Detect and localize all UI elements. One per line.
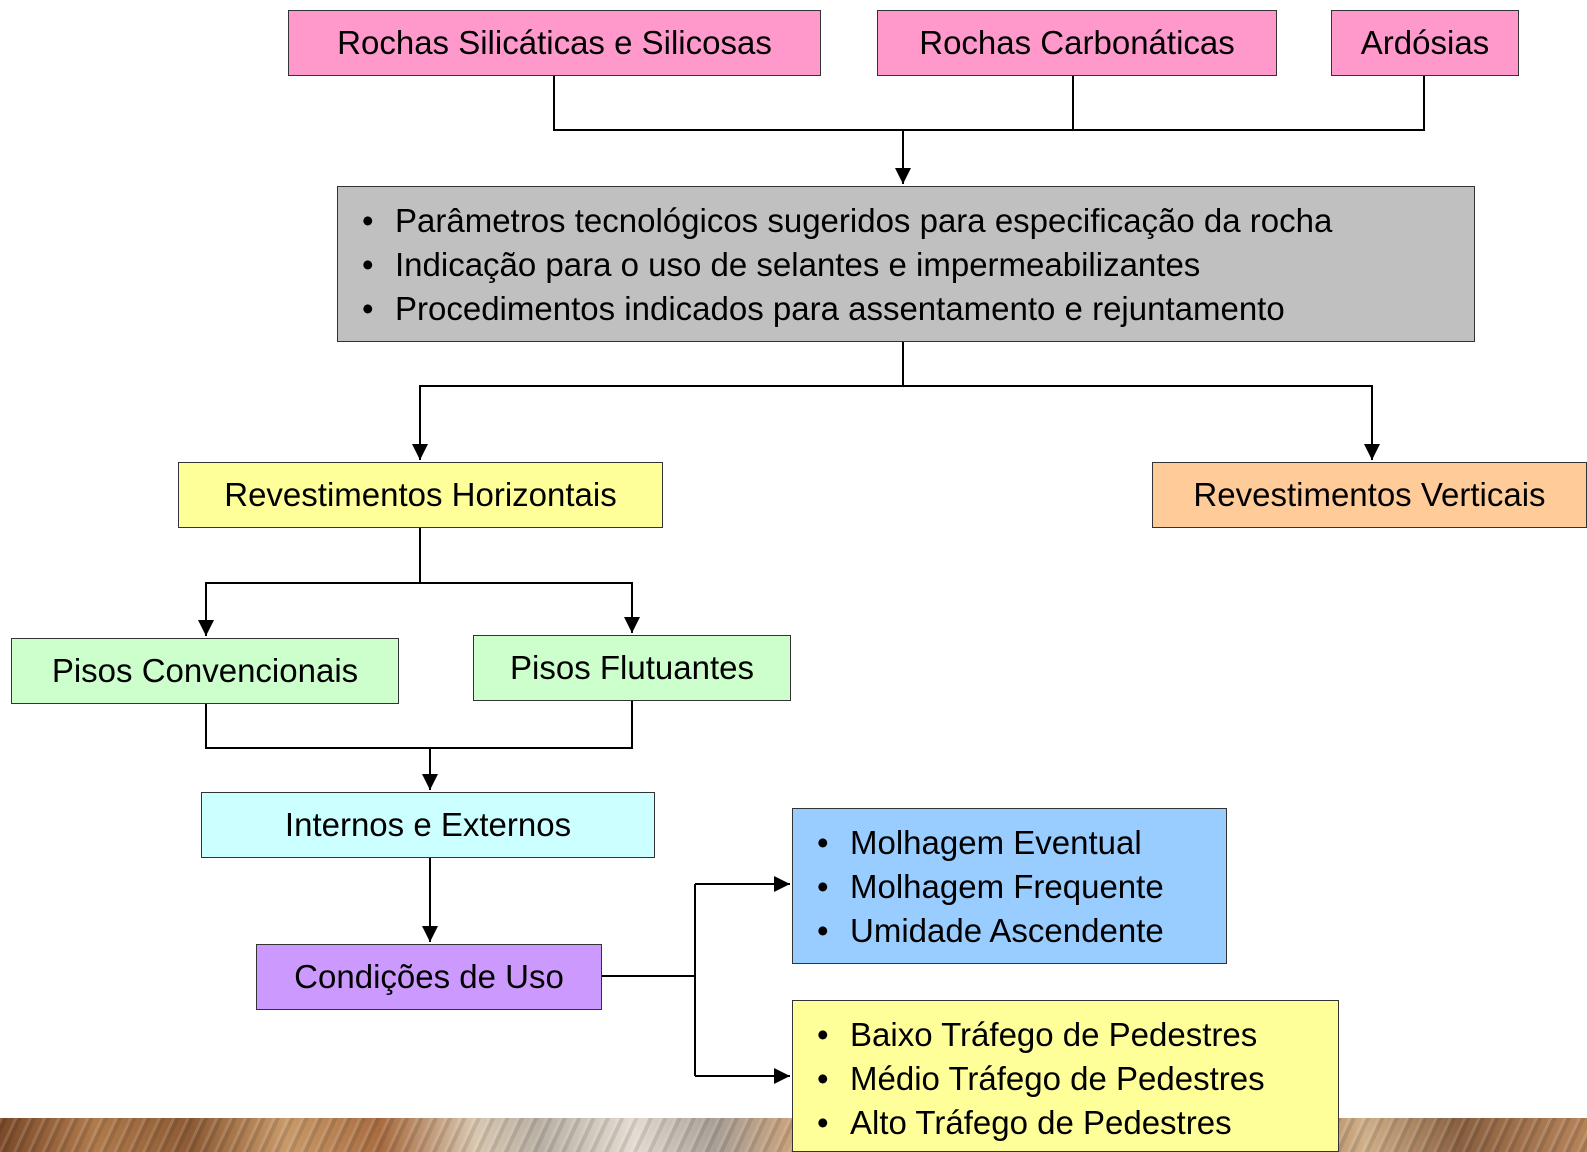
usage-conditions-label: Condições de Uso <box>294 958 564 995</box>
rock-type-silicate-box: Rochas Silicáticas e Silicosas <box>288 10 821 76</box>
specification-item: Indicação para o uso de selantes e imper… <box>338 243 1474 287</box>
vertical-coatings-box: Revestimentos Verticais <box>1152 462 1587 528</box>
horizontal-coatings-label: Revestimentos Horizontais <box>224 476 617 513</box>
floating-floors-label: Pisos Flutuantes <box>510 649 754 686</box>
connector-usage-branch <box>602 884 696 1076</box>
traffic-level-item: Médio Tráfego de Pedestres <box>793 1057 1338 1101</box>
location-label: Internos e Externos <box>284 806 572 843</box>
specification-box: Parâmetros tecnológicos sugeridos para e… <box>337 186 1475 342</box>
rock-type-slate-box: Ardósias <box>1331 10 1519 76</box>
arrow-to-horizontal <box>412 385 903 460</box>
connector-rocks-merge <box>553 76 1425 131</box>
rock-type-carbonate-label: Rochas Carbonáticas <box>919 24 1235 61</box>
rock-type-slate-label: Ardósias <box>1360 24 1490 61</box>
moisture-conditions-list: Molhagem Eventual Molhagem Frequente Umi… <box>793 821 1226 953</box>
usage-conditions-box: Condições de Uso <box>256 944 602 1010</box>
conventional-floors-box: Pisos Convencionais <box>11 638 399 704</box>
horizontal-coatings-box: Revestimentos Horizontais <box>178 462 663 528</box>
traffic-level-item: Alto Tráfego de Pedestres <box>793 1101 1338 1145</box>
specification-list: Parâmetros tecnológicos sugeridos para e… <box>338 199 1474 331</box>
floating-floors-box: Pisos Flutuantes <box>473 635 791 701</box>
rock-type-silicate-label: Rochas Silicáticas e Silicosas <box>337 24 772 61</box>
moisture-condition-item: Molhagem Eventual <box>793 821 1226 865</box>
arrow-to-conventional <box>198 582 420 636</box>
traffic-levels-list: Baixo Tráfego de Pedestres Médio Tráfego… <box>793 1013 1338 1145</box>
traffic-level-item: Baixo Tráfego de Pedestres <box>793 1013 1338 1057</box>
connector-floors-merge <box>205 701 633 749</box>
rock-type-carbonate-box: Rochas Carbonáticas <box>877 10 1277 76</box>
traffic-levels-box: Baixo Tráfego de Pedestres Médio Tráfego… <box>792 1000 1339 1152</box>
vertical-coatings-label: Revestimentos Verticais <box>1193 476 1546 513</box>
specification-item: Procedimentos indicados para assentament… <box>338 287 1474 331</box>
moisture-condition-item: Molhagem Frequente <box>793 865 1226 909</box>
arrow-to-floating <box>420 582 640 633</box>
arrow-to-vertical <box>903 385 1380 460</box>
conventional-floors-label: Pisos Convencionais <box>51 652 359 689</box>
specification-item: Parâmetros tecnológicos sugeridos para e… <box>338 199 1474 243</box>
moisture-conditions-box: Molhagem Eventual Molhagem Frequente Umi… <box>792 808 1227 964</box>
moisture-condition-item: Umidade Ascendente <box>793 909 1226 953</box>
location-box: Internos e Externos <box>201 792 655 858</box>
